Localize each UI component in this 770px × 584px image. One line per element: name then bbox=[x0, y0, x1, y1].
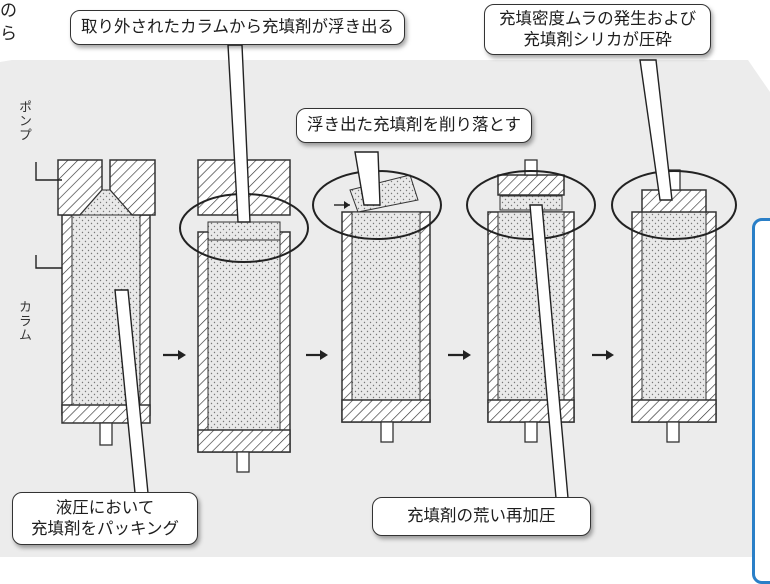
leader-lines bbox=[35, 44, 673, 499]
arrow-right-icon bbox=[448, 350, 471, 360]
process-illustration bbox=[35, 44, 737, 499]
arrow-right-icon bbox=[592, 350, 614, 360]
column-label: カラム bbox=[16, 300, 31, 342]
callout-density-unevenness: 充填密度ムラの発生および 充填剤シリカが圧砕 bbox=[484, 4, 712, 56]
callout-repressurize: 充填剤の荒い再加圧 bbox=[372, 497, 591, 536]
callout-scrape-off: 浮き出た充填剤を削り落とす bbox=[296, 108, 533, 143]
column-stage-3 bbox=[312, 170, 442, 443]
callout-hydraulic-packing: 液圧において 充填剤をパッキング bbox=[12, 492, 199, 546]
cut-text-line-2: ら bbox=[0, 24, 17, 44]
arrow-right-icon bbox=[163, 350, 186, 360]
callout-removed-column: 取り外されたカラムから充填剤が浮き出る bbox=[70, 10, 406, 45]
arrow-right-icon bbox=[306, 350, 328, 360]
column-stage-4 bbox=[466, 159, 596, 443]
pump-label: ポンプ bbox=[16, 100, 31, 142]
column-stage-5 bbox=[611, 169, 737, 443]
cut-text-line-1: の bbox=[0, 1, 17, 21]
column-stage-2 bbox=[179, 159, 309, 473]
column-stage-1 bbox=[57, 159, 156, 446]
